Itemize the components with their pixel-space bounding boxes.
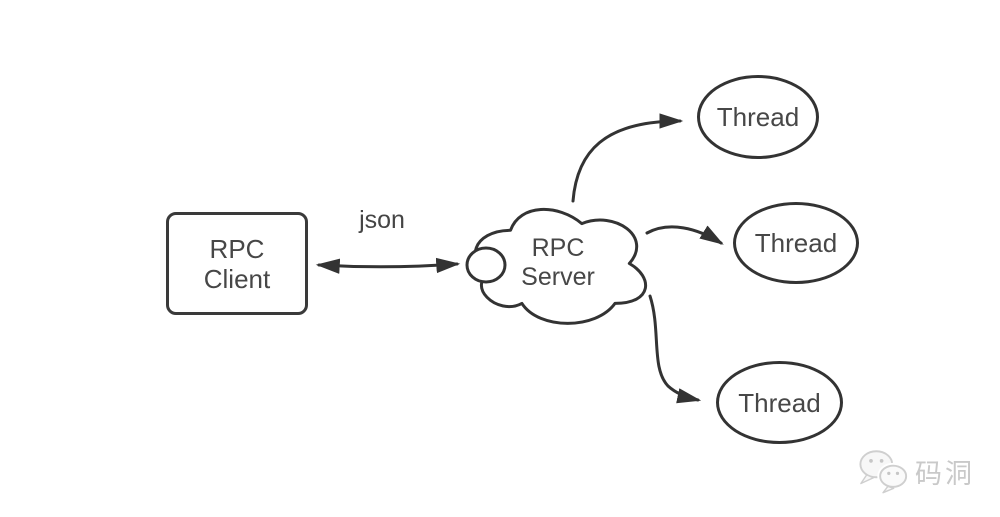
- rpc-server-node-label: RPC Server: [495, 234, 621, 292]
- rpc-server-label-line2: Server: [521, 263, 595, 291]
- watermark-text: 码洞: [915, 458, 975, 489]
- json-edge-label: json: [359, 206, 405, 234]
- thread-node-3: Thread: [716, 361, 843, 444]
- server-thread3-arrow: [648, 294, 702, 404]
- server-thread1-arrow: [571, 113, 684, 203]
- cloud-connector-circle: [465, 246, 507, 284]
- thread-2-label: Thread: [754, 228, 838, 258]
- watermark: 码洞: [858, 448, 975, 494]
- thread-3-label: Thread: [738, 387, 821, 418]
- wechat-logo-icon: [859, 450, 910, 494]
- rpc-client-node: RPC Client: [166, 212, 308, 315]
- client-server-double-arrow: [315, 257, 461, 274]
- server-thread2-arrow: [645, 225, 724, 245]
- rpc-client-label-line1: RPC: [209, 233, 265, 264]
- thread-node-2: Thread: [733, 202, 859, 284]
- thread-1-label: Thread: [716, 102, 800, 132]
- thread-node-1: Thread: [697, 75, 819, 159]
- rpc-client-label-line2: Client: [203, 263, 271, 294]
- rpc-server-label-line1: RPC: [531, 234, 585, 262]
